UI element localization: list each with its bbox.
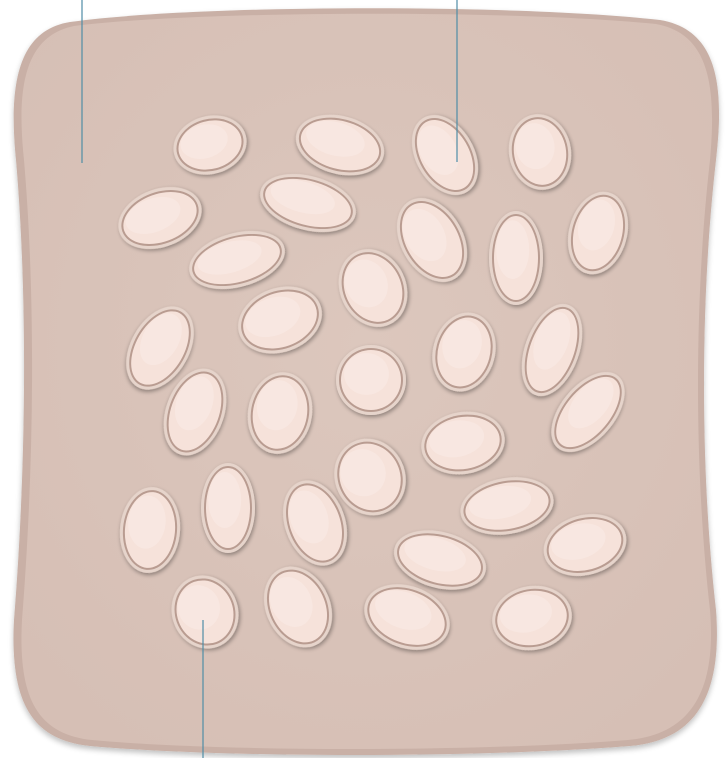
cell-highlight: [344, 353, 389, 395]
cell-8: [489, 211, 543, 305]
cell-highlight: [208, 472, 241, 528]
cell-16: [336, 345, 406, 415]
cell-22: [201, 463, 255, 553]
cell-highlight: [496, 220, 529, 279]
